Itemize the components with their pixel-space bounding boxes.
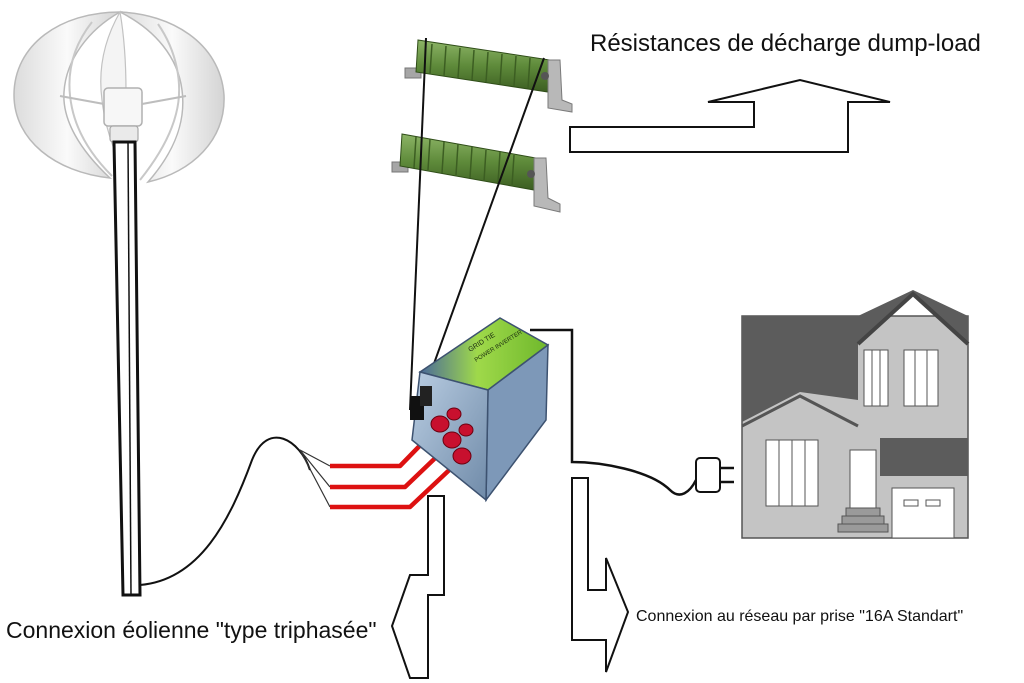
wind-connection-arrow <box>390 495 445 679</box>
wind-connection-label: Connexion éolienne "type triphasée" <box>6 617 377 643</box>
grid-connection-label: Connexion au réseau par prise "16A Stand… <box>636 608 964 625</box>
phase-split-wires <box>299 449 331 508</box>
grid-tie-inverter-icon: GRID TIE POWER INVERTER <box>410 317 550 503</box>
dump-load-arrow <box>569 78 891 153</box>
ac-output-cable <box>530 328 698 496</box>
wind-turbine-icon <box>13 10 225 597</box>
power-plug-icon <box>695 457 734 493</box>
house-icon <box>741 290 970 539</box>
dump-load-label: Résistances de décharge dump-load <box>590 30 981 57</box>
grid-connection-arrow <box>571 477 630 673</box>
dump-load-wires <box>409 37 545 411</box>
turbine-cable <box>139 436 311 586</box>
